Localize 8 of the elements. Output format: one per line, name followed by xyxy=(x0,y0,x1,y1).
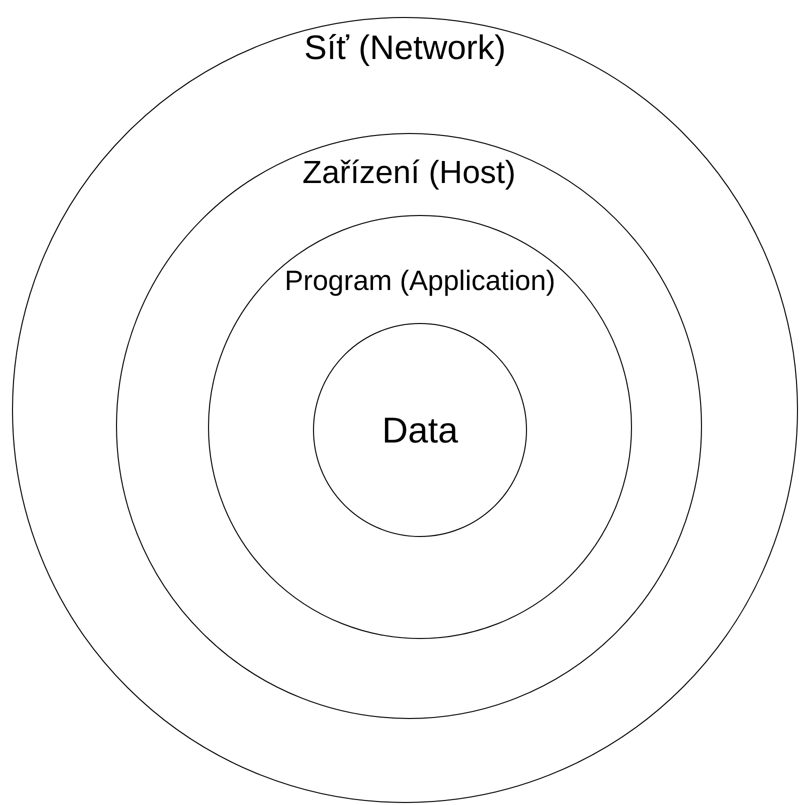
circle xyxy=(313,323,527,537)
layer-label: Program (Application) xyxy=(284,265,556,298)
layer-label: Síť (Network) xyxy=(304,29,506,68)
circle xyxy=(116,133,702,719)
circle xyxy=(208,215,632,639)
circle xyxy=(12,17,798,803)
layer-label: Zařízení (Host) xyxy=(302,154,516,191)
layer-label: Data xyxy=(382,409,458,451)
